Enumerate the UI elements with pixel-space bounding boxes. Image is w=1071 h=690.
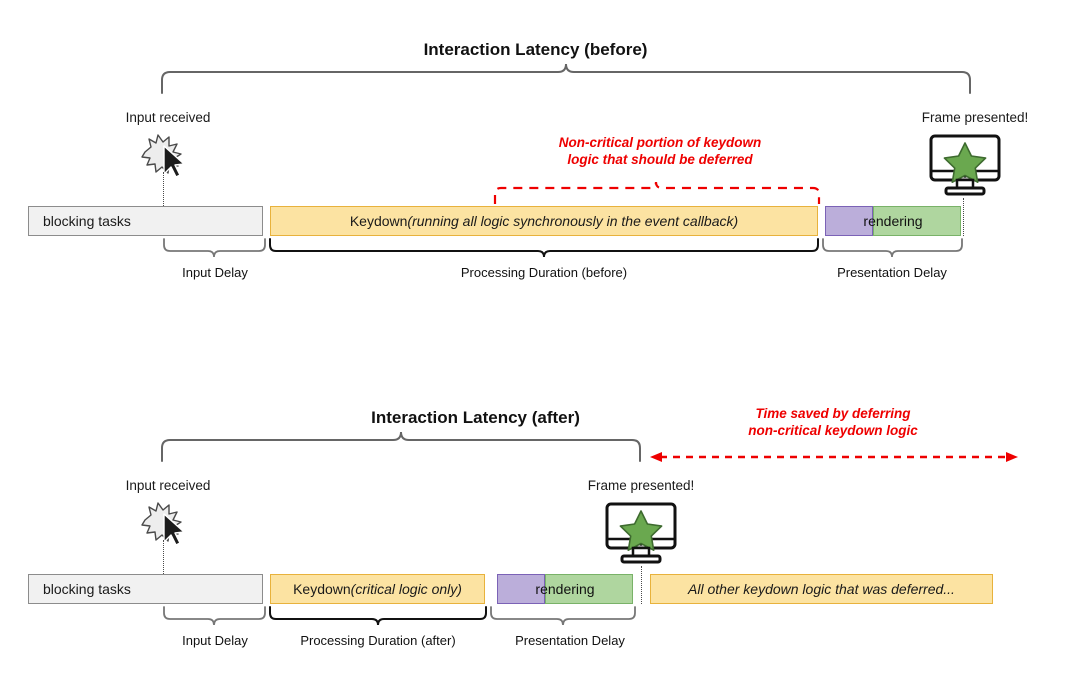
noncritical-dashed-bracket-before (492, 180, 828, 206)
block-keydown-label: Keydown (349, 213, 408, 229)
monitor-star-icon-before (927, 134, 1003, 198)
phase-label-input-delay-before: Input Delay (182, 265, 248, 280)
frame-presented-label-after: Frame presented! (587, 478, 695, 493)
block-blocking-tasks-after[interactable]: blocking tasks (28, 574, 263, 604)
timeline-row-before: blocking tasks Keydown (running all logi… (0, 206, 1071, 236)
block-keydown-label: Keydown (293, 581, 351, 597)
interaction-latency-brace-before (160, 63, 982, 94)
phase-braces-before (0, 238, 1071, 260)
time-saved-annotation-after: Time saved by deferring non-critical key… (648, 406, 1018, 440)
phase-label-input-delay-after: Input Delay (182, 633, 248, 648)
input-connector-line-before (163, 172, 164, 206)
frame-presented-label-before: Frame presented! (921, 110, 1029, 125)
block-blocking-tasks-before[interactable]: blocking tasks (28, 206, 263, 236)
diagram-before: Interaction Latency (before) Input recei… (0, 0, 1071, 330)
block-presentation-delay-before[interactable] (825, 206, 873, 236)
annotation-line-1: Non-critical portion of keydown (558, 135, 762, 150)
phase-label-presentation-delay-before: Presentation Delay (837, 265, 947, 280)
time-saved-dashed-arrow-after (648, 449, 1020, 465)
frame-connector-line-after (641, 566, 642, 604)
input-received-label-before: Input received (125, 110, 211, 125)
phase-braces-after (0, 606, 1071, 628)
timeline-row-after: blocking tasks Keydown (critical logic o… (0, 574, 1071, 604)
block-deferred-label-italic: All other keydown logic that was deferre… (688, 581, 955, 597)
frame-connector-line-before (963, 198, 964, 236)
block-presentation-delay-after[interactable] (497, 574, 545, 604)
annotation-line-2: logic that should be deferred (567, 151, 753, 167)
block-deferred-logic-after[interactable]: All other keydown logic that was deferre… (650, 574, 993, 604)
noncritical-annotation-before: Non-critical portion of keydown logic th… (460, 135, 860, 169)
annotation-line-1: Time saved by deferring (755, 406, 911, 421)
block-rendering-before[interactable] (873, 206, 961, 236)
phase-label-processing-duration-before: Processing Duration (before) (460, 265, 628, 280)
block-keydown-before[interactable]: Keydown (running all logic synchronously… (270, 206, 818, 236)
block-keydown-label-italic: (running all logic synchronously in the … (407, 213, 739, 229)
phase-label-processing-duration-after: Processing Duration (after) (300, 633, 456, 648)
interaction-latency-brace-after (160, 431, 652, 462)
annotation-line-2: non-critical keydown logic (748, 422, 918, 438)
input-connector-line-after (163, 540, 164, 574)
spark-cursor-icon-before (135, 132, 197, 182)
spark-cursor-icon-after (135, 500, 197, 550)
block-keydown-label-italic: (critical logic only) (350, 581, 462, 597)
diagram-after: Interaction Latency (after) Time saved b… (0, 368, 1071, 690)
block-keydown-after[interactable]: Keydown (critical logic only) (270, 574, 485, 604)
phase-label-presentation-delay-after: Presentation Delay (515, 633, 625, 648)
monitor-star-icon-after (603, 502, 679, 566)
page-title-after: Interaction Latency (after) (371, 408, 580, 427)
block-rendering-after[interactable] (545, 574, 633, 604)
page-title-before: Interaction Latency (before) (423, 40, 648, 59)
input-received-label-after: Input received (125, 478, 211, 493)
